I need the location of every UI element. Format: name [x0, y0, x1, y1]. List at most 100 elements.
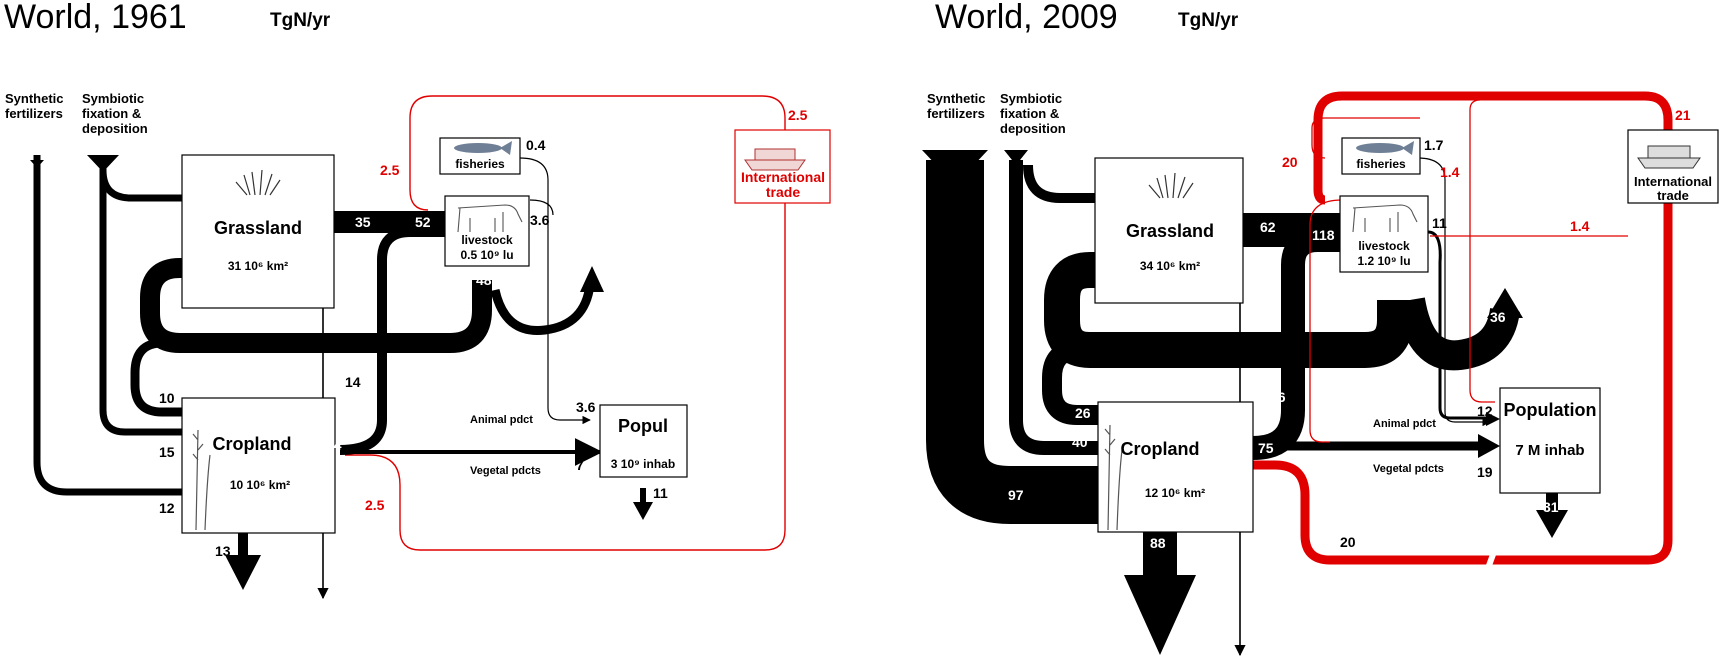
grassland-box: Grassland 34 10⁶ km² — [1094, 157, 1244, 304]
flow-values: 35 52 0.4 3.6 48 10 14 15 12 13 24 3.6 7… — [159, 107, 808, 559]
population-label: Popul — [618, 416, 668, 436]
flow-manure-to-crop: 36 — [1270, 389, 1286, 405]
source-label-line: deposition — [1000, 121, 1066, 136]
synthetic-arrowhead — [30, 160, 44, 168]
animal-arrowhead — [1486, 412, 1500, 426]
manure-loss-arrowhead — [580, 266, 604, 292]
flow-manure: 105 — [1370, 277, 1394, 293]
flow-arrowheads — [922, 150, 1568, 655]
flow-crop-out: 24 — [326, 437, 342, 453]
trade-gaps — [1484, 549, 1498, 571]
livestock-label: livestock — [461, 233, 513, 247]
population-inhab: 7 M inhab — [1515, 442, 1584, 459]
symbiotic-fixation-label: Symbiotic fixation & deposition — [1000, 91, 1066, 136]
flow-trade-bottom: 20 — [1340, 534, 1356, 550]
trade-flows — [1250, 91, 1673, 565]
trade-label-line1: International — [741, 169, 825, 185]
cropland-box: Cropland 10 10⁶ km² — [181, 397, 336, 534]
manure-loop-flow — [140, 258, 492, 353]
symbiotic-flow — [1009, 160, 1098, 455]
trade-box: International trade — [734, 129, 831, 204]
cow-icon — [1352, 204, 1418, 233]
fish-to-pop-flow — [1417, 157, 1491, 427]
flow-crop-in-manure: 10 — [159, 390, 175, 406]
fisheries-label: fisheries — [1356, 157, 1406, 171]
flow-crop-out: 75 — [1258, 440, 1274, 456]
population-inhab: 3 10⁹ inhab — [611, 457, 675, 471]
flow-pop-out: 11 — [653, 485, 668, 501]
source-label-line: fixation & — [1000, 106, 1059, 121]
population-box: Population 7 M inhab — [1499, 387, 1601, 494]
crop-loss-arrow — [1124, 530, 1196, 655]
flow-crop-in-synth: 12 — [159, 500, 175, 516]
trade-box: International trade — [1627, 129, 1719, 204]
cargo-ship-icon — [1637, 145, 1701, 169]
flow-trade-livestock: 1.4 — [1570, 218, 1590, 234]
cargo-ship-icon — [744, 148, 806, 171]
livestock-units: 0.5 10⁹ lu — [460, 248, 513, 262]
flow-loss-arrow: 36 — [1490, 309, 1506, 325]
flow-vegetal-to-pop: 7 — [576, 457, 584, 473]
livestock-units: 1.2 10⁹ lu — [1357, 254, 1410, 268]
flow-crop-in-manure: 26 — [1075, 405, 1091, 421]
flow-livestock-out: 3.6 — [530, 212, 550, 228]
flow-animal-to-pop: 12 — [1477, 403, 1493, 419]
panel-2009: World, 2009 TgN/yr Synthetic fertilizers… — [922, 0, 1719, 657]
flow-vegetal-to-pop: 19 — [1477, 464, 1493, 480]
panel-1961: World, 1961 TgN/yr Synthetic fertilizers… — [4, 0, 831, 600]
trade-fish-line — [1311, 117, 1420, 159]
fish-to-pop-flow — [519, 157, 591, 425]
livestock-box: livestock 0.5 10⁹ lu — [444, 195, 530, 267]
flow-crop-in-symb: 40 — [1072, 434, 1088, 450]
flow-livestock-in: 52 — [415, 214, 431, 230]
manure-to-crop-flow — [1042, 340, 1098, 425]
flow-grass-to-crop: 14 — [345, 374, 361, 390]
panel-title: World, 1961 — [4, 0, 187, 36]
flow-trade-fish: 1.4 — [1440, 164, 1460, 180]
synthetic-fertilizers-label: Synthetic fertilizers — [927, 91, 986, 121]
wheat-icon — [1104, 424, 1123, 531]
trade-label-line2: trade — [766, 184, 800, 200]
source-label-line: Synthetic — [927, 91, 986, 106]
synthetic-arrowhead — [922, 150, 988, 185]
panel-title: World, 2009 — [935, 0, 1118, 36]
cropland-area: 12 10⁶ km² — [1145, 486, 1205, 500]
source-label-line: fixation & — [82, 106, 141, 121]
grass-tuft-icon — [1148, 172, 1194, 199]
fisheries-box: fisheries — [439, 137, 521, 175]
grassland-label: Grassland — [1126, 221, 1214, 241]
flow-trade-left: 2.5 — [380, 162, 400, 178]
flow-trade-bottom: 2.5 — [365, 497, 385, 513]
cropland-box: Cropland 12 10⁶ km² — [1097, 401, 1254, 533]
pop-loss-arrow — [1536, 488, 1568, 538]
livestock-box: livestock 1.2 10⁹ lu — [1339, 195, 1429, 273]
unit-label: TgN/yr — [270, 10, 331, 31]
livestock-label: livestock — [1358, 239, 1410, 253]
nitrogen-flows — [33, 155, 603, 600]
symbiotic-to-grassland-flow — [1023, 164, 1095, 203]
symbiotic-fixation-label: Symbiotic fixation & deposition — [82, 91, 148, 136]
flow-trade-left: 20 — [1282, 154, 1298, 170]
fisheries-box: fisheries — [1341, 137, 1421, 175]
flow-grass-to-livestock: 35 — [355, 214, 371, 230]
grassland-label: Grassland — [214, 218, 302, 238]
symbiotic-flow — [99, 155, 182, 436]
grass-tuft-icon — [235, 169, 281, 196]
grassland-area: 31 10⁶ km² — [228, 259, 288, 273]
manure-loss-flow — [490, 284, 595, 335]
unit-label: TgN/yr — [1178, 10, 1239, 31]
fish-icon — [1356, 141, 1414, 155]
fisheries-label: fisheries — [455, 157, 505, 171]
nitrogen-flows — [926, 157, 1520, 657]
flow-values: 62 118 1.7 11 105 36 36 26 40 97 88 75 1… — [1008, 107, 1691, 551]
trade-label-line2: trade — [1657, 188, 1689, 203]
source-label-line: fertilizers — [5, 106, 63, 121]
symbiotic-arrowhead — [1004, 150, 1028, 165]
flow-animal-to-pop: 3.6 — [576, 399, 596, 415]
cropland-area: 10 10⁶ km² — [230, 478, 290, 492]
trade-flows — [345, 95, 786, 551]
vegetal-arrowhead — [1478, 434, 1500, 458]
cow-icon — [457, 204, 523, 233]
livestock-to-pop-flow — [529, 199, 554, 216]
